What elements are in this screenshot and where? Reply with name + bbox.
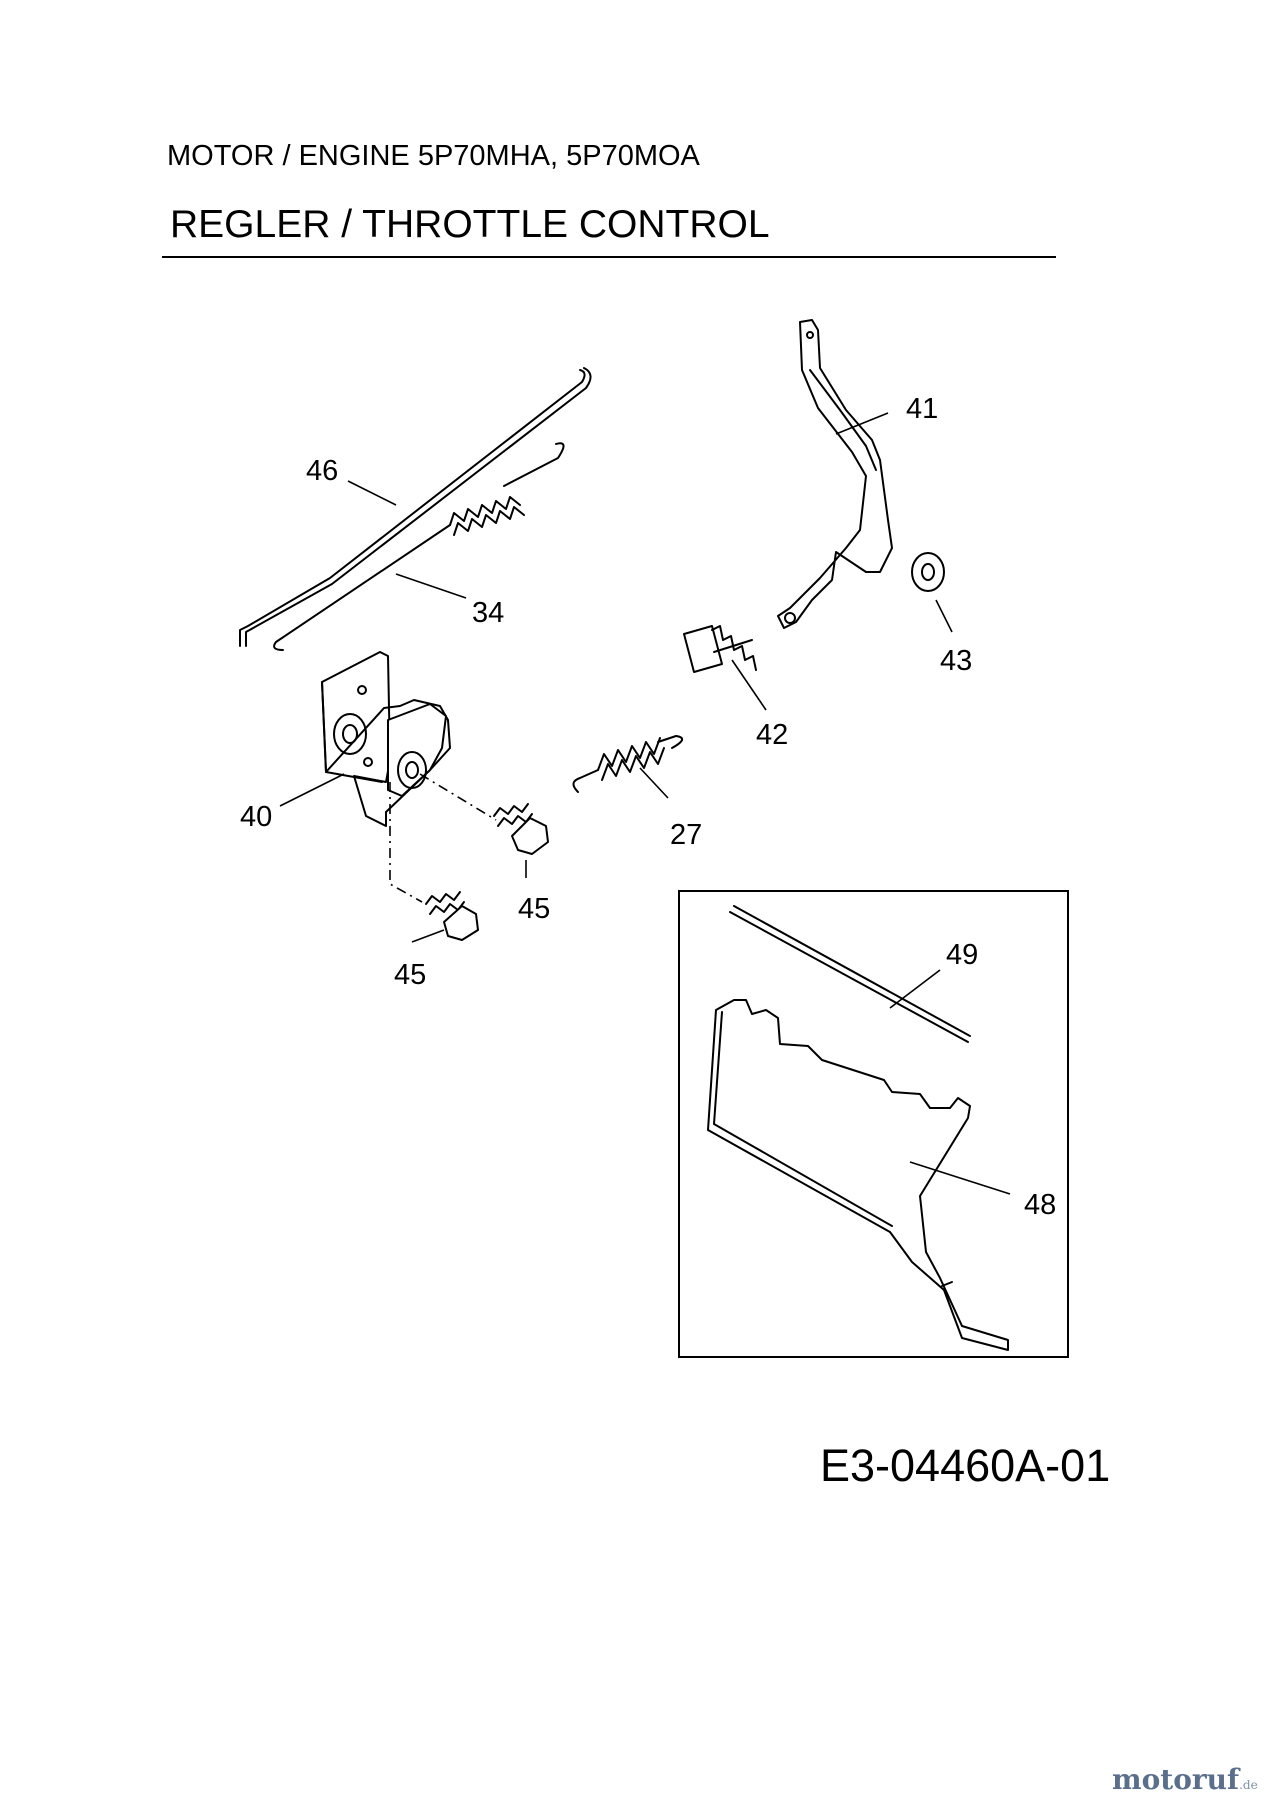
watermark-logo: motoruf.de [1112,1763,1258,1796]
part-27-extension-spring [572,735,683,793]
leader-48 [909,1161,1011,1195]
leader-46 [347,480,397,506]
leader-43 [935,599,953,633]
part-45-flange-bolt-lower [425,891,479,941]
watermark-domain: .de [1239,1778,1258,1792]
part-42-adjusting-screw [683,625,757,673]
part-43-flange-nut [911,552,945,592]
title-underline [162,256,1056,258]
assembly-centerline-upper [419,773,497,821]
part-40-bracket [321,651,451,827]
callout-40: 40 [240,801,272,833]
part-41-governor-lever [777,319,893,629]
leader-45-lower [411,929,445,943]
callout-48: 48 [1024,1189,1056,1221]
part-49-rod [729,905,971,1043]
callout-41: 41 [906,393,938,425]
part-45-flange-bolt-upper [493,803,549,855]
part-34-governor-spring [273,442,565,651]
diagram-title: REGLER / THROTTLE CONTROL [170,203,770,246]
callout-43: 43 [940,645,972,677]
drawing-number: E3-04460A-01 [820,1440,1111,1491]
part-48-choke-plate [707,999,1009,1351]
callout-34: 34 [472,597,504,629]
watermark-name: motoruf [1112,1763,1240,1796]
callout-45-upper: 45 [518,893,550,925]
callout-49: 49 [946,939,978,971]
callout-46: 46 [306,455,338,487]
part-46-throttle-rod [239,367,592,647]
callout-27: 27 [670,819,702,851]
leader-42 [731,659,767,711]
engine-model-subtitle: MOTOR / ENGINE 5P70MHA, 5P70MOA [167,140,700,172]
assembly-centerline-lower [389,782,423,903]
leader-40 [279,773,345,807]
leader-27 [639,767,669,799]
callout-42: 42 [756,719,788,751]
leader-49 [889,969,941,1009]
inset-frame [678,890,1069,1358]
leader-41 [835,412,889,435]
leader-34 [395,573,467,599]
callout-45-lower: 45 [394,959,426,991]
